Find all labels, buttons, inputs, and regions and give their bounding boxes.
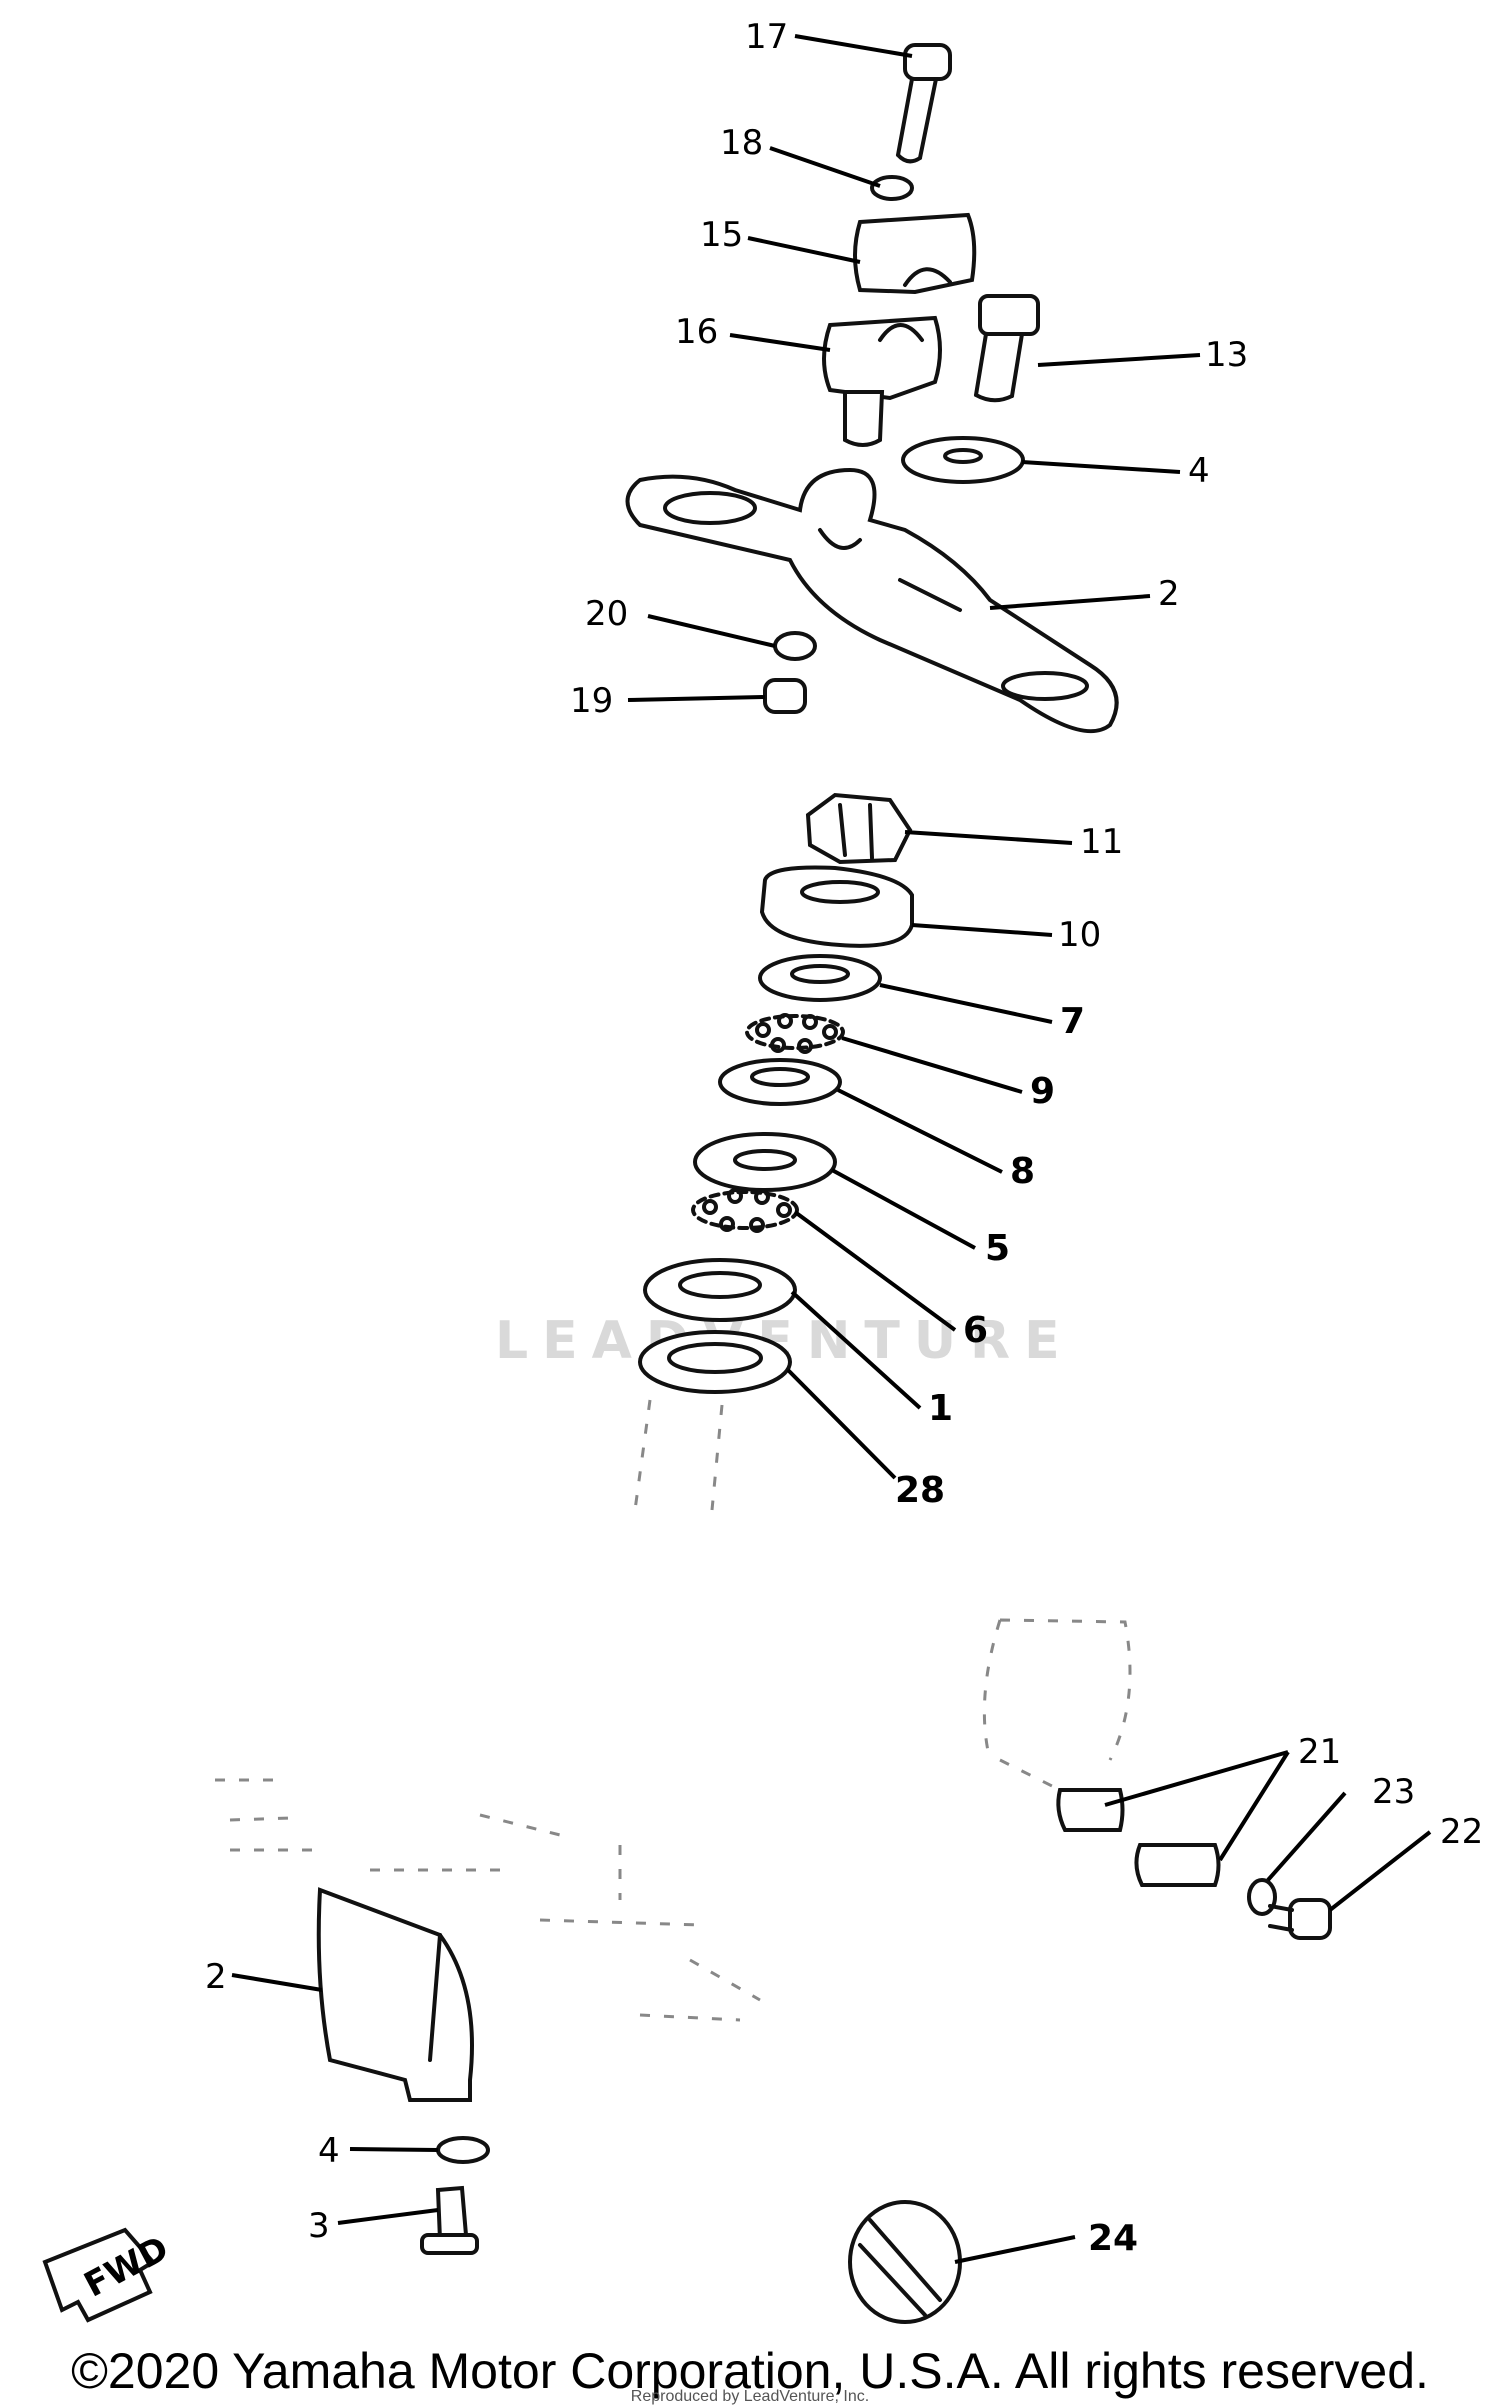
callout-19: 19 bbox=[570, 681, 613, 721]
part-21-grommets bbox=[1056, 1788, 1221, 1887]
copyright-notice: ©2020 Yamaha Motor Corporation, U.S.A. A… bbox=[71, 2343, 1429, 2399]
part-1-cone bbox=[643, 1258, 797, 1322]
callout-17: 17 bbox=[745, 17, 788, 57]
leader-lines bbox=[231, 34, 1432, 2264]
callout-4a: 4 bbox=[1188, 451, 1210, 491]
callout-22: 22 bbox=[1440, 1812, 1483, 1852]
callout-13: 13 bbox=[1205, 335, 1248, 375]
part-10-cover bbox=[759, 865, 914, 948]
part-4-lower-washer bbox=[436, 2136, 490, 2164]
part-28-seal bbox=[638, 1330, 792, 1394]
reproduced-by-notice: Reproduced by LeadVenture, Inc. bbox=[630, 2388, 870, 2405]
part-9-balls bbox=[745, 1013, 845, 1054]
part-6-balls bbox=[691, 1188, 799, 1233]
callout-5: 5 bbox=[985, 1228, 1010, 1269]
part-20-nut bbox=[773, 631, 817, 661]
callout-21: 21 bbox=[1298, 1732, 1341, 1772]
part-2-top-bracket bbox=[625, 467, 1119, 734]
fwd-arrow-icon: FWD bbox=[42, 2227, 175, 2323]
callout-9: 9 bbox=[1030, 1071, 1055, 1112]
part-22-screw bbox=[1268, 1898, 1332, 1940]
callout-10: 10 bbox=[1058, 915, 1101, 955]
part-24-reflector bbox=[848, 2200, 962, 2324]
part-23-washer bbox=[1247, 1878, 1277, 1916]
part-13-bolt bbox=[974, 294, 1040, 403]
callout-20: 20 bbox=[585, 594, 628, 634]
part-11-ring-nut bbox=[805, 792, 913, 865]
callout-18: 18 bbox=[720, 123, 763, 163]
callout-4b: 4 bbox=[318, 2131, 340, 2171]
part-17-bolt bbox=[896, 43, 952, 164]
callout-1: 1 bbox=[928, 1388, 953, 1429]
callout-3: 3 bbox=[308, 2206, 330, 2246]
callout-11: 11 bbox=[1080, 822, 1123, 862]
callout-15: 15 bbox=[700, 215, 743, 255]
part-4-washer bbox=[901, 436, 1025, 484]
part-15-clamp bbox=[853, 212, 977, 295]
part-5-race bbox=[693, 1132, 837, 1192]
steering-stem-outline bbox=[633, 1399, 724, 1511]
callout-8: 8 bbox=[1010, 1151, 1035, 1192]
part-3-bolt bbox=[420, 2185, 479, 2255]
callout-2a: 2 bbox=[1158, 574, 1180, 614]
part-7-race bbox=[758, 954, 882, 1002]
part-16-holder bbox=[822, 315, 942, 447]
callout-24: 24 bbox=[1088, 2218, 1138, 2259]
frame-outline-faint bbox=[215, 1778, 761, 2022]
headlight-housing-faint bbox=[982, 1618, 1132, 1792]
callout-labels: 17 18 15 16 13 4 2 20 19 11 10 7 9 8 5 6… bbox=[205, 17, 1483, 2259]
part-8-race bbox=[718, 1058, 842, 1106]
callout-28: 28 bbox=[895, 1470, 945, 1511]
callout-7: 7 bbox=[1060, 1001, 1085, 1042]
part-2-lower-cover bbox=[316, 1887, 474, 2102]
part-18-washer bbox=[870, 175, 914, 201]
part-19-rubber bbox=[763, 678, 807, 714]
callout-6: 6 bbox=[963, 1310, 988, 1351]
callout-16: 16 bbox=[675, 312, 718, 352]
callout-2b: 2 bbox=[205, 1957, 227, 1997]
callout-23: 23 bbox=[1372, 1772, 1415, 1812]
